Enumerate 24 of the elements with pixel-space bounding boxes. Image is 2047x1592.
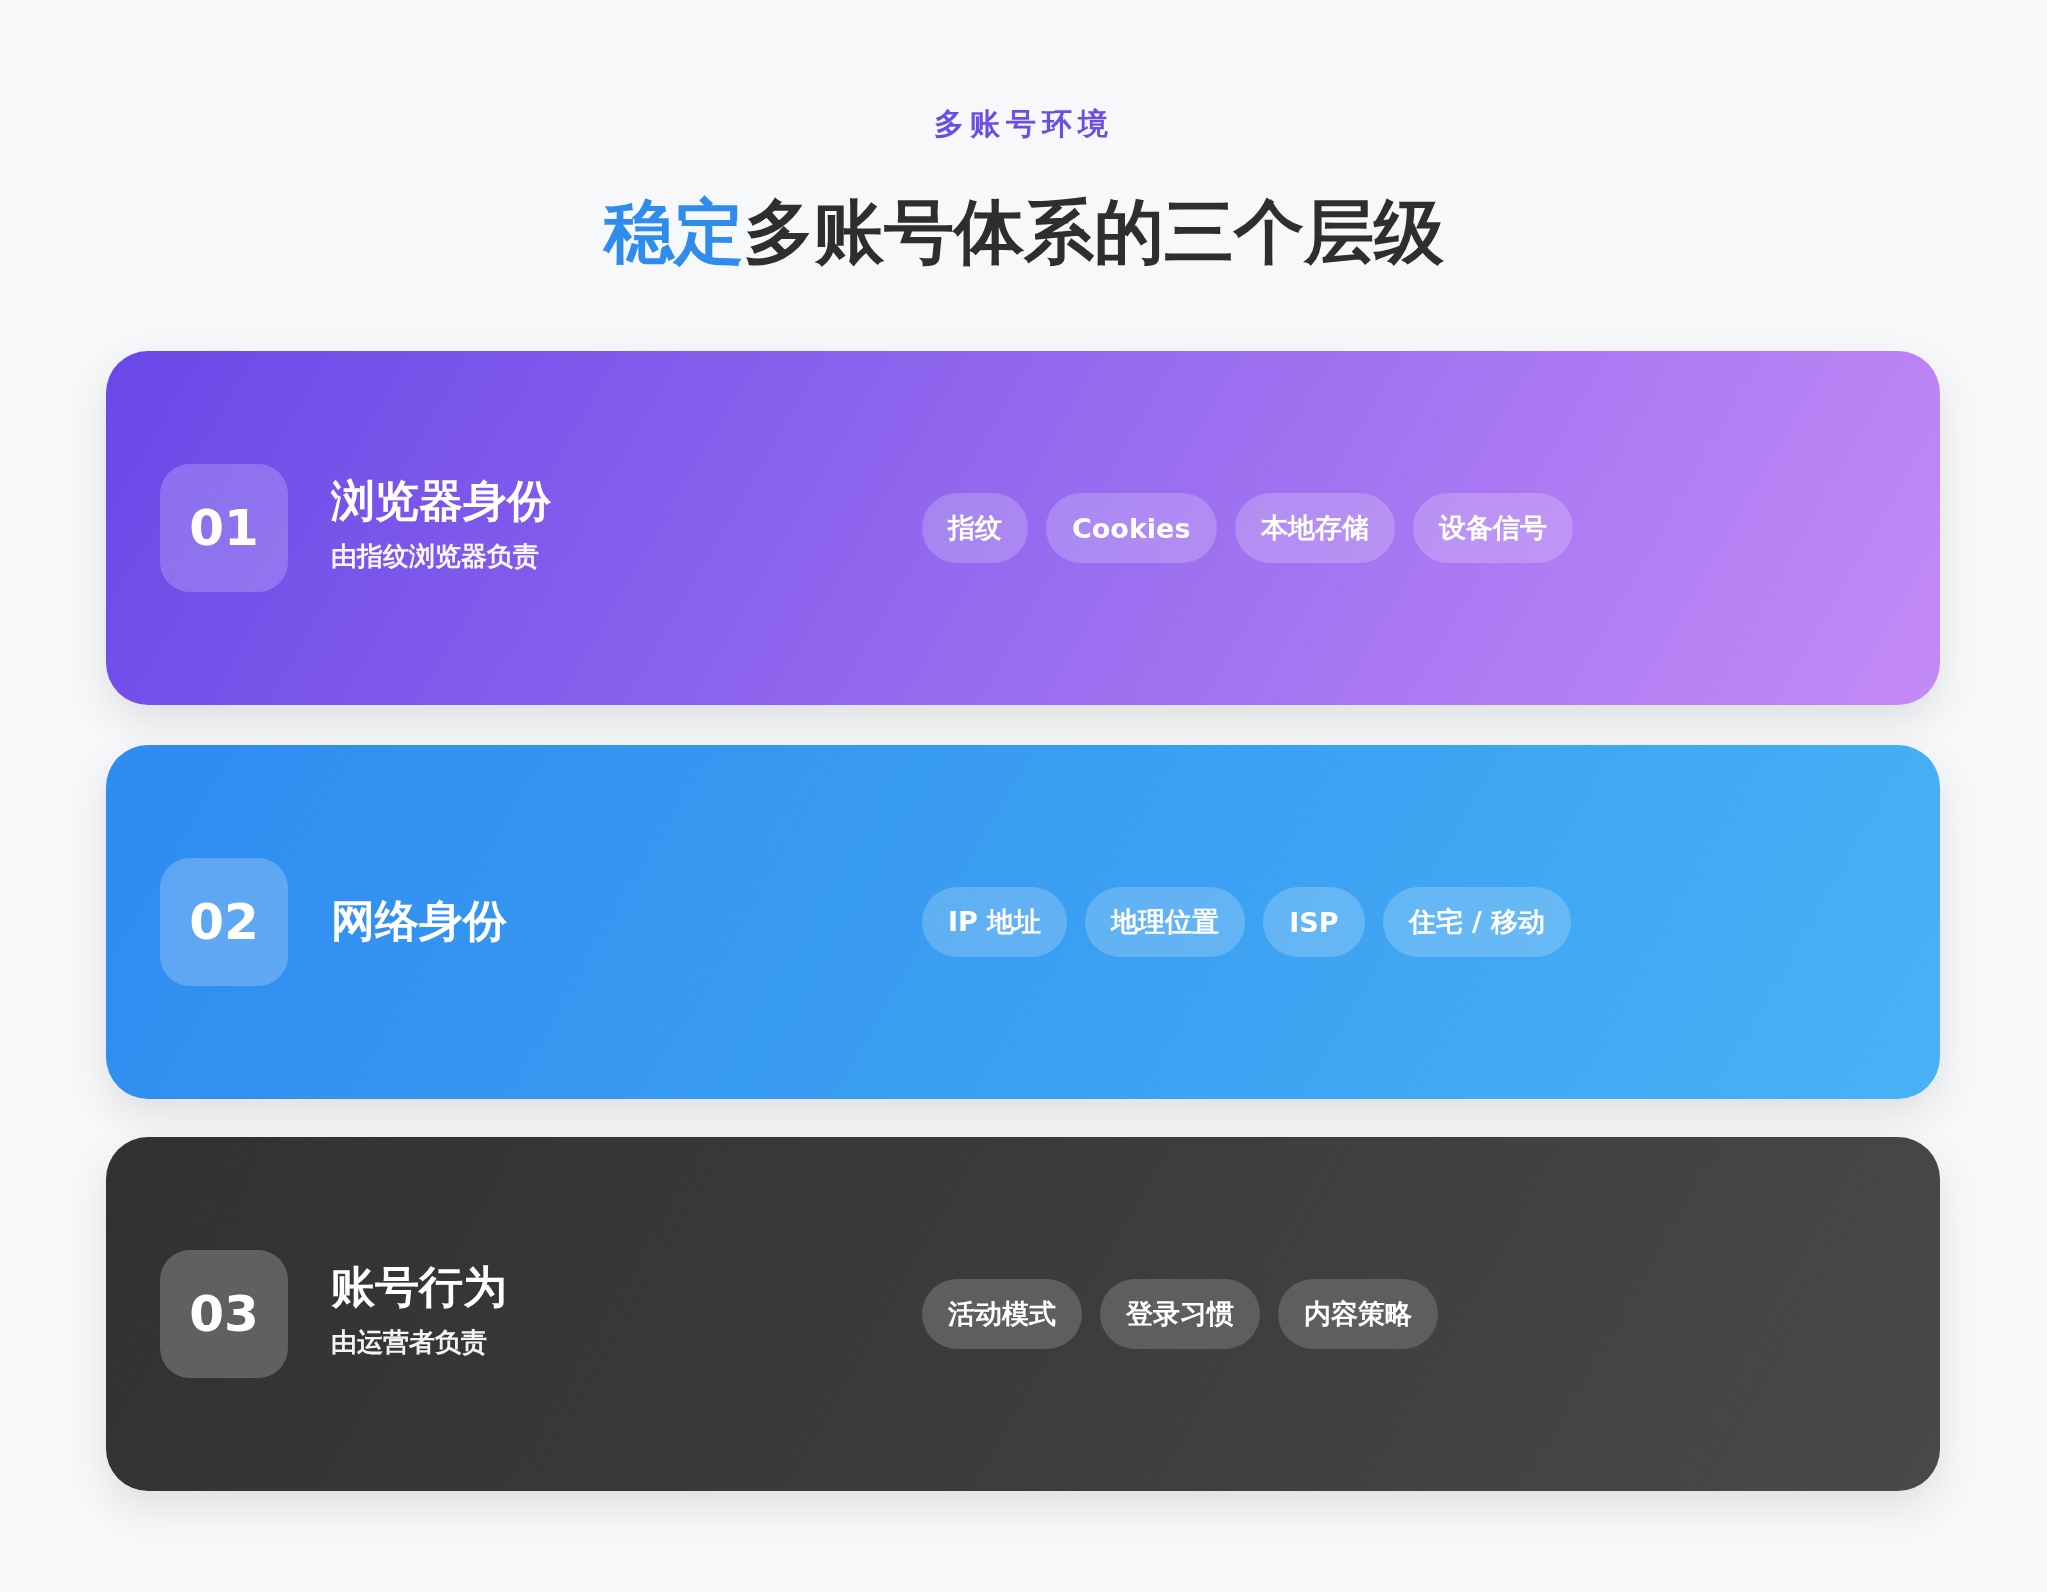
tag-chip: 地理位置 [1085, 887, 1246, 957]
card-title: 账号行为 [331, 1261, 507, 1314]
tag-chip: 设备信号 [1412, 493, 1573, 563]
tag-chip: 活动模式 [922, 1279, 1082, 1349]
tag-chip: IP 地址 [922, 887, 1068, 957]
tag-chip: 住宅 / 移动 [1382, 887, 1572, 957]
number-badge: 01 [160, 464, 288, 592]
tag-chip: ISP [1263, 887, 1365, 957]
layer-card [106, 351, 1940, 705]
card-subtitle: 由指纹浏览器负责 [331, 541, 539, 573]
tag-chip: 本地存储 [1234, 493, 1395, 563]
number-badge: 02 [160, 858, 288, 986]
tag-chip: Cookies [1046, 493, 1217, 563]
layer-card [106, 745, 1940, 1099]
card-subtitle: 由运营者负责 [331, 1327, 487, 1359]
layer-card [106, 1137, 1940, 1491]
card-title: 网络身份 [331, 895, 507, 948]
number-badge: 03 [160, 1250, 288, 1378]
page-title: 稳定多账号体系的三个层级 [603, 190, 1444, 274]
tag-chip: 内容策略 [1278, 1279, 1438, 1349]
card-title: 浏览器身份 [331, 475, 551, 528]
eyebrow-label: 多账号环境 [933, 105, 1114, 143]
tag-chip: 登录习惯 [1100, 1279, 1260, 1349]
tag-chip: 指纹 [922, 493, 1028, 563]
